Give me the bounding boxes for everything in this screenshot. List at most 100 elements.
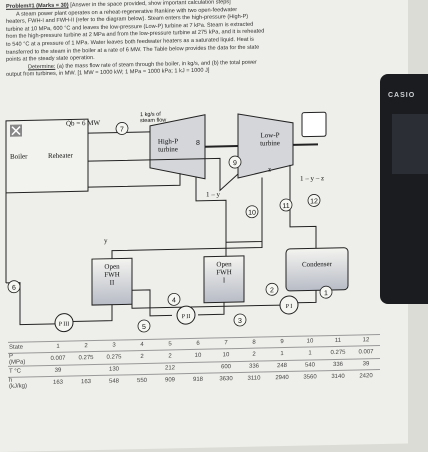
table-cell: 39 xyxy=(44,364,72,377)
steam-flow-label-2: steam flow xyxy=(140,118,166,125)
table-cell: 9 xyxy=(268,336,296,348)
pump-i-label: P I xyxy=(286,304,293,310)
table-cell: 2 xyxy=(72,340,100,352)
state-number-2: 2 xyxy=(270,287,274,294)
table-cell: 2420 xyxy=(352,369,380,383)
state-number-8: 8 xyxy=(196,140,200,147)
table-cell: 4 xyxy=(128,339,156,351)
table-cell xyxy=(128,363,156,375)
state-number-12: 12 xyxy=(310,198,318,205)
state-number-1: 1 xyxy=(324,290,328,297)
table-cell: 2 xyxy=(156,349,184,364)
table-cell: 11 xyxy=(324,335,352,347)
generator xyxy=(301,111,327,138)
state-marker-12 xyxy=(307,194,321,207)
table-cell: 1 xyxy=(296,346,324,361)
fwh-i-label: Open xyxy=(216,260,232,268)
problem-statement: Problem#1 (Marks = 30) [Answer in the sp… xyxy=(6,0,368,80)
state-marker-6 xyxy=(7,280,21,294)
table-cell xyxy=(72,364,100,376)
state-marker-7 xyxy=(115,122,129,135)
hp-turbine-label: High-P xyxy=(158,137,178,145)
lp-turbine-label-2: turbine xyxy=(260,139,280,147)
state-marker-4 xyxy=(167,292,181,306)
worksheet-paper: Problem#1 (Marks = 30) [Answer in the sp… xyxy=(0,0,408,452)
table-cell: 918 xyxy=(184,373,212,387)
steam-flow-label-1: 1 kg/s of xyxy=(140,112,161,118)
lp-turbine-label: Low-P xyxy=(260,131,279,139)
fwh-i-label-3: I xyxy=(223,276,226,284)
state-number-9: 9 xyxy=(233,160,237,167)
fraction-1-minus-y-minus-z-label: 1 – y – z xyxy=(300,174,324,183)
table-cell: 550 xyxy=(128,374,156,388)
reheater-label: Reheater xyxy=(48,151,74,160)
table-cell: 540 xyxy=(296,359,324,372)
table-header-pressure: P(MPa) xyxy=(8,352,44,367)
table-cell: 3110 xyxy=(240,371,268,385)
state-marker-5 xyxy=(137,319,151,333)
state-number-6: 6 xyxy=(12,285,16,292)
table-cell: 12 xyxy=(352,334,380,347)
pump-ii-label: P II xyxy=(182,314,191,320)
table-cell: 10 xyxy=(184,349,212,363)
table-cell: 600 xyxy=(212,361,240,374)
state-marker-11 xyxy=(279,198,293,212)
state-number-5: 5 xyxy=(142,324,146,331)
boiler-label: Boiler xyxy=(10,152,28,160)
table-cell: 1 xyxy=(44,340,72,353)
calculator: CASIO xyxy=(380,74,428,304)
table-cell: 336 xyxy=(324,359,352,371)
state-number-4: 4 xyxy=(172,297,176,304)
state-marker-10 xyxy=(245,205,259,219)
boiler-close-icon xyxy=(10,124,22,137)
fraction-z-label: z xyxy=(268,165,271,173)
table-cell xyxy=(184,362,212,374)
table-cell: 909 xyxy=(156,373,184,387)
table-header-temperature: T °C xyxy=(8,365,44,378)
hp-turbine-label-2: turbine xyxy=(158,145,178,153)
problem-heading: Problem#1 (Marks = 30) xyxy=(6,2,69,10)
boiler-box xyxy=(5,118,89,194)
pump-iii-label: P III xyxy=(59,322,70,328)
state-marker-9 xyxy=(228,155,242,169)
pump-ii xyxy=(176,305,196,325)
fwh-i-label-2: FWH xyxy=(216,268,232,276)
table-cell: 8 xyxy=(240,336,268,349)
pump-i xyxy=(279,295,299,315)
calculator-screen xyxy=(392,114,428,174)
table-cell: 212 xyxy=(156,362,184,375)
condenser-label: Condenser xyxy=(302,260,333,269)
table-cell: 2 xyxy=(128,350,156,364)
table-cell: 10 xyxy=(296,335,324,348)
table-cell: 0.275 xyxy=(100,350,128,365)
fwh-ii-label-3: II xyxy=(110,279,115,287)
table-cell: 3560 xyxy=(296,370,324,384)
table-cell: 10 xyxy=(212,348,240,363)
fraction-y-label: y xyxy=(104,237,108,245)
state-number-7: 7 xyxy=(120,126,124,133)
state-data-table: State 1 2 3 4 5 6 7 8 9 10 11 12 P(MPa) … xyxy=(8,334,380,390)
plant-schematic: 7 9 10 11 12 6 4 5 3 2 1 8 Q̇b = 6 MW 1 … xyxy=(5,111,349,333)
table-cell: 2940 xyxy=(268,371,296,385)
table-cell: 0.007 xyxy=(44,351,72,366)
table-cell: 3140 xyxy=(324,370,352,384)
table-header-enthalpy: h(kJ/kg) xyxy=(8,376,44,390)
state-number-10: 10 xyxy=(248,210,256,217)
fraction-1-minus-y-label: 1 – y xyxy=(206,190,220,198)
table-cell: 39 xyxy=(352,358,380,371)
table-cell: 130 xyxy=(100,363,128,376)
state-marker-3 xyxy=(233,313,247,327)
table-cell: 3630 xyxy=(212,372,240,386)
state-number-11: 11 xyxy=(282,203,289,210)
table-cell: 0.275 xyxy=(72,351,100,365)
pump-iii xyxy=(54,313,74,333)
table-header-state: State xyxy=(8,341,44,354)
table-cell: 0.007 xyxy=(352,345,380,360)
table-cell: 0.275 xyxy=(324,346,352,360)
table-cell: 2 xyxy=(240,347,268,362)
table-cell: 548 xyxy=(100,374,128,388)
table-cell: 1 xyxy=(268,347,296,361)
table-cell: 248 xyxy=(268,360,296,372)
table-cell: 163 xyxy=(44,375,72,390)
table-cell: 5 xyxy=(156,338,184,351)
